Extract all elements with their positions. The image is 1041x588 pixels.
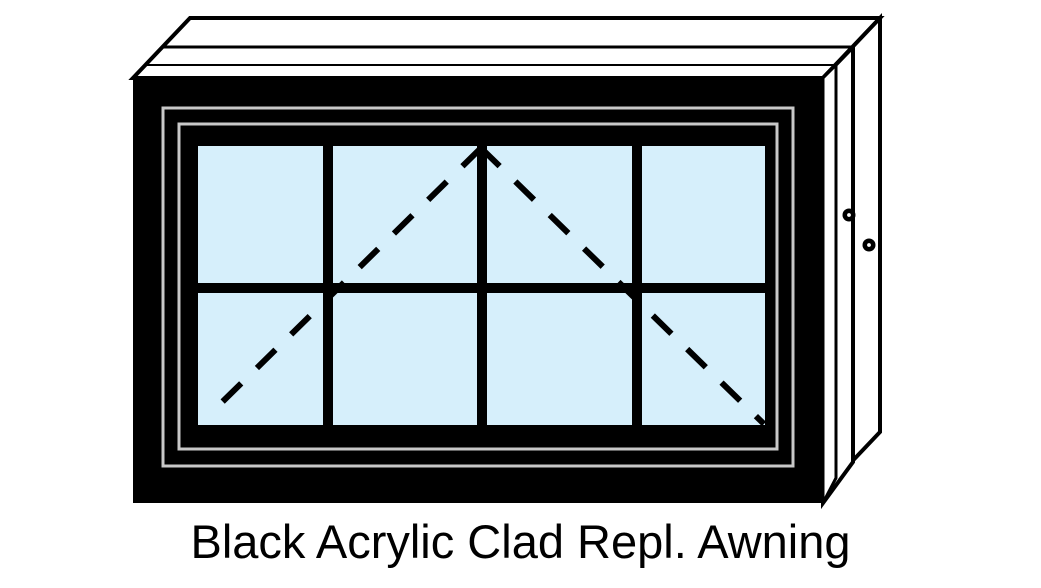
- window-frame-face: [133, 78, 823, 503]
- frame-seam-line-2: [177, 122, 779, 451]
- glass-pane-r1c3: [487, 146, 632, 283]
- frame-seam-line-1: [161, 106, 795, 468]
- frame-outer-black: [133, 78, 823, 503]
- figure-caption: Black Acrylic Clad Repl. Awning: [190, 515, 851, 568]
- swing-line-right: [478, 145, 767, 427]
- awning-window-illustration: [128, 12, 885, 510]
- glass-pane-r2c3: [487, 293, 632, 425]
- glass-pane-r1c4: [642, 146, 765, 283]
- glass-pane-r1c1: [198, 146, 323, 283]
- fastener-dot-upper-center: [847, 213, 851, 217]
- glass-pane-r2c4: [642, 293, 765, 425]
- fastener-dot-lower-center: [867, 243, 871, 247]
- awning-swing-indicator: [207, 145, 767, 427]
- glass-pane-grid: [198, 146, 765, 425]
- swing-line-left: [207, 145, 484, 417]
- side-panel-return: [821, 61, 838, 504]
- fastener-dot-group: [842, 208, 876, 252]
- glass-pane-r2c1: [198, 293, 323, 425]
- glass-pane-r1c2: [333, 146, 477, 283]
- glass-pane-r2c2: [333, 293, 477, 425]
